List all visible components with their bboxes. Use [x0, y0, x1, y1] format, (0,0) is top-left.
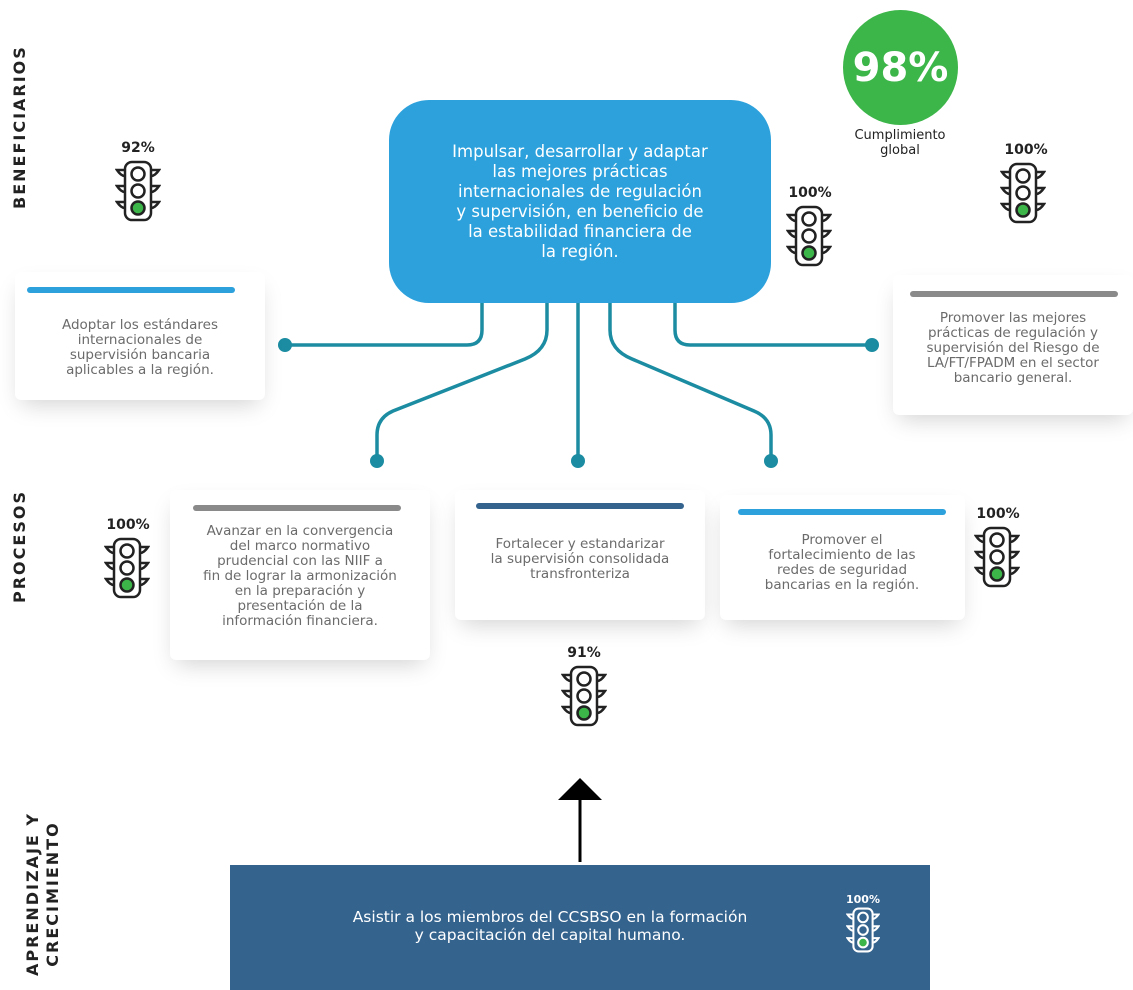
percent-central: 100% — [788, 185, 832, 201]
objective-text-proc-center: Fortalecer y estandarizar la supervisión… — [490, 536, 670, 582]
objective-text-proc-left: Avanzar en la convergencia del marco nor… — [203, 523, 397, 629]
traffic-light-icon-left-top — [114, 160, 162, 227]
connector-dot-right-top — [865, 338, 879, 352]
objective-bar-proc-right — [738, 509, 946, 515]
traffic-light-icon-bottom — [845, 907, 881, 958]
connector-left-top — [283, 301, 484, 347]
percent-left-top: 92% — [121, 140, 155, 156]
objective-card-proc-center — [455, 490, 705, 620]
objective-bar-proc-center — [476, 503, 684, 509]
connector-dot-left-top — [278, 338, 292, 352]
percent-proc-center: 91% — [567, 645, 601, 661]
objective-card-left-top — [15, 272, 265, 400]
global-compliance-circle: 98% — [843, 10, 958, 125]
connector-proc-right — [608, 301, 773, 463]
learning-objective-text: Asistir a los miembros del CCSBSO en la … — [352, 908, 748, 944]
up-arrow-head — [558, 778, 602, 800]
traffic-light-icon-proc-center — [560, 665, 608, 732]
objective-text-right-top: Promover las mejores prácticas de regula… — [926, 310, 1100, 386]
percent-bottom: 100% — [846, 893, 880, 906]
connector-proc-left — [375, 301, 549, 463]
objective-card-right-top — [893, 275, 1133, 415]
objective-bar-left-top — [27, 287, 235, 293]
connector-dot-proc-right — [764, 454, 778, 468]
connector-right-top — [673, 301, 874, 347]
percent-proc-right: 100% — [976, 506, 1020, 522]
objective-bar-right-top — [910, 291, 1118, 297]
objective-text-proc-right: Promover el fortalecimiento de las redes… — [764, 532, 920, 593]
connector-dot-proc-left — [370, 454, 384, 468]
objective-card-proc-right — [720, 495, 965, 620]
percent-proc-left: 100% — [106, 517, 150, 533]
traffic-light-icon-proc-left — [103, 537, 151, 604]
percent-right-top: 100% — [1004, 142, 1048, 158]
traffic-light-icon-proc-right — [973, 526, 1021, 593]
global-compliance-label: Cumplimiento global — [854, 128, 946, 158]
central-objective: Impulsar, desarrollar y adaptar las mejo… — [389, 100, 771, 303]
objective-bar-proc-left — [193, 505, 401, 511]
objective-text-left-top: Adoptar los estándares internacionales d… — [61, 317, 219, 378]
objective-card-proc-left — [170, 490, 430, 660]
learning-objective-box — [230, 865, 930, 990]
traffic-light-icon-right-top — [999, 162, 1047, 229]
traffic-light-icon-central — [785, 205, 833, 272]
connector-dot-proc-center — [571, 454, 585, 468]
